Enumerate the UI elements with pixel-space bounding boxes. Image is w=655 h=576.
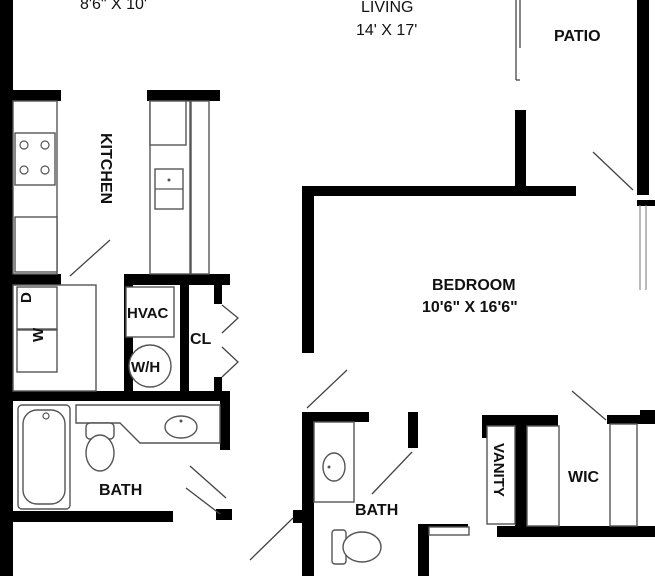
dryer-label: D <box>18 292 35 303</box>
hvac-unit <box>125 286 175 338</box>
wall-right-lower <box>637 200 655 206</box>
entry-door[interactable] <box>249 517 294 561</box>
closet-label: CL <box>190 331 212 348</box>
bath1-label: BATH <box>99 482 142 499</box>
bedroom-dims: 10'6" X 16'6" <box>422 299 518 316</box>
wall-kitchen-top-right <box>147 90 220 101</box>
wall-bath2-top-right <box>408 412 418 448</box>
wall-living-bedroom-stub <box>515 110 526 190</box>
wic-door[interactable] <box>571 390 607 421</box>
vanity-cabinet <box>486 425 516 525</box>
wall-bath1-right <box>220 391 230 450</box>
bath2-toilet <box>331 529 382 565</box>
kitchen-label: KITCHEN <box>97 133 114 204</box>
wall-bath2-right <box>418 524 429 576</box>
wic-shelving <box>526 423 638 527</box>
wall-closet-right <box>214 285 222 304</box>
wall-right-upper <box>637 0 649 195</box>
wall-bath2-left <box>302 412 314 576</box>
water-heater-label: W/H <box>131 359 160 376</box>
patio-sliding-door[interactable] <box>515 0 521 81</box>
wall-vanity-left <box>482 415 490 438</box>
bath1-toilet <box>85 422 115 472</box>
laundry-area <box>12 284 97 392</box>
bedroom-window <box>639 205 647 290</box>
wall-laundry-top <box>13 274 61 285</box>
patio-bedroom-door[interactable] <box>592 151 634 191</box>
wall-wic-bottom <box>497 526 655 537</box>
wall-wic-left <box>515 415 527 537</box>
wall-left-exterior <box>0 0 13 576</box>
wall-bath2-left-stub <box>293 510 305 523</box>
wall-bedroom-left <box>302 186 314 353</box>
vanity-label: VANITY <box>490 443 507 497</box>
kitchen-counter-left <box>12 100 58 275</box>
bath2-door[interactable] <box>371 451 413 495</box>
kitchen-counter-right <box>149 100 210 275</box>
water-heater <box>128 344 172 388</box>
bath1-vanity <box>75 404 221 444</box>
wall-closet-right-b <box>214 377 222 394</box>
wall-bath1-bottom-stub <box>216 509 232 520</box>
kitchen-door[interactable] <box>69 239 111 277</box>
bath2-window <box>428 526 470 536</box>
wall-hvac-top <box>124 274 230 285</box>
wall-bedroom-top <box>302 186 576 196</box>
patio-label: PATIO <box>554 28 601 45</box>
bedroom-door[interactable] <box>306 369 348 409</box>
hvac-label: HVAC <box>127 305 169 322</box>
dining-dims: 8'6" X 10' <box>80 0 147 13</box>
bedroom-label: BEDROOM <box>432 277 516 294</box>
bathtub <box>17 404 71 510</box>
washer-label: W <box>30 327 47 342</box>
bath2-vanity <box>313 421 355 503</box>
wic-label: WIC <box>568 469 600 486</box>
wall-kitchen-top-left <box>13 90 61 101</box>
wall-bath1-top <box>13 391 230 401</box>
wall-bath1-bottom <box>13 511 173 522</box>
wall-hvac-right <box>180 285 189 394</box>
living-dims: 14' X 17' <box>356 22 417 39</box>
bath1-door[interactable] <box>185 465 227 515</box>
closet-bifold-door[interactable] <box>221 304 239 378</box>
living-label: LIVING <box>361 0 413 16</box>
wall-wic-top-right <box>607 415 655 424</box>
wall-bath2-top <box>302 412 369 422</box>
bath2-label: BATH <box>355 502 398 519</box>
